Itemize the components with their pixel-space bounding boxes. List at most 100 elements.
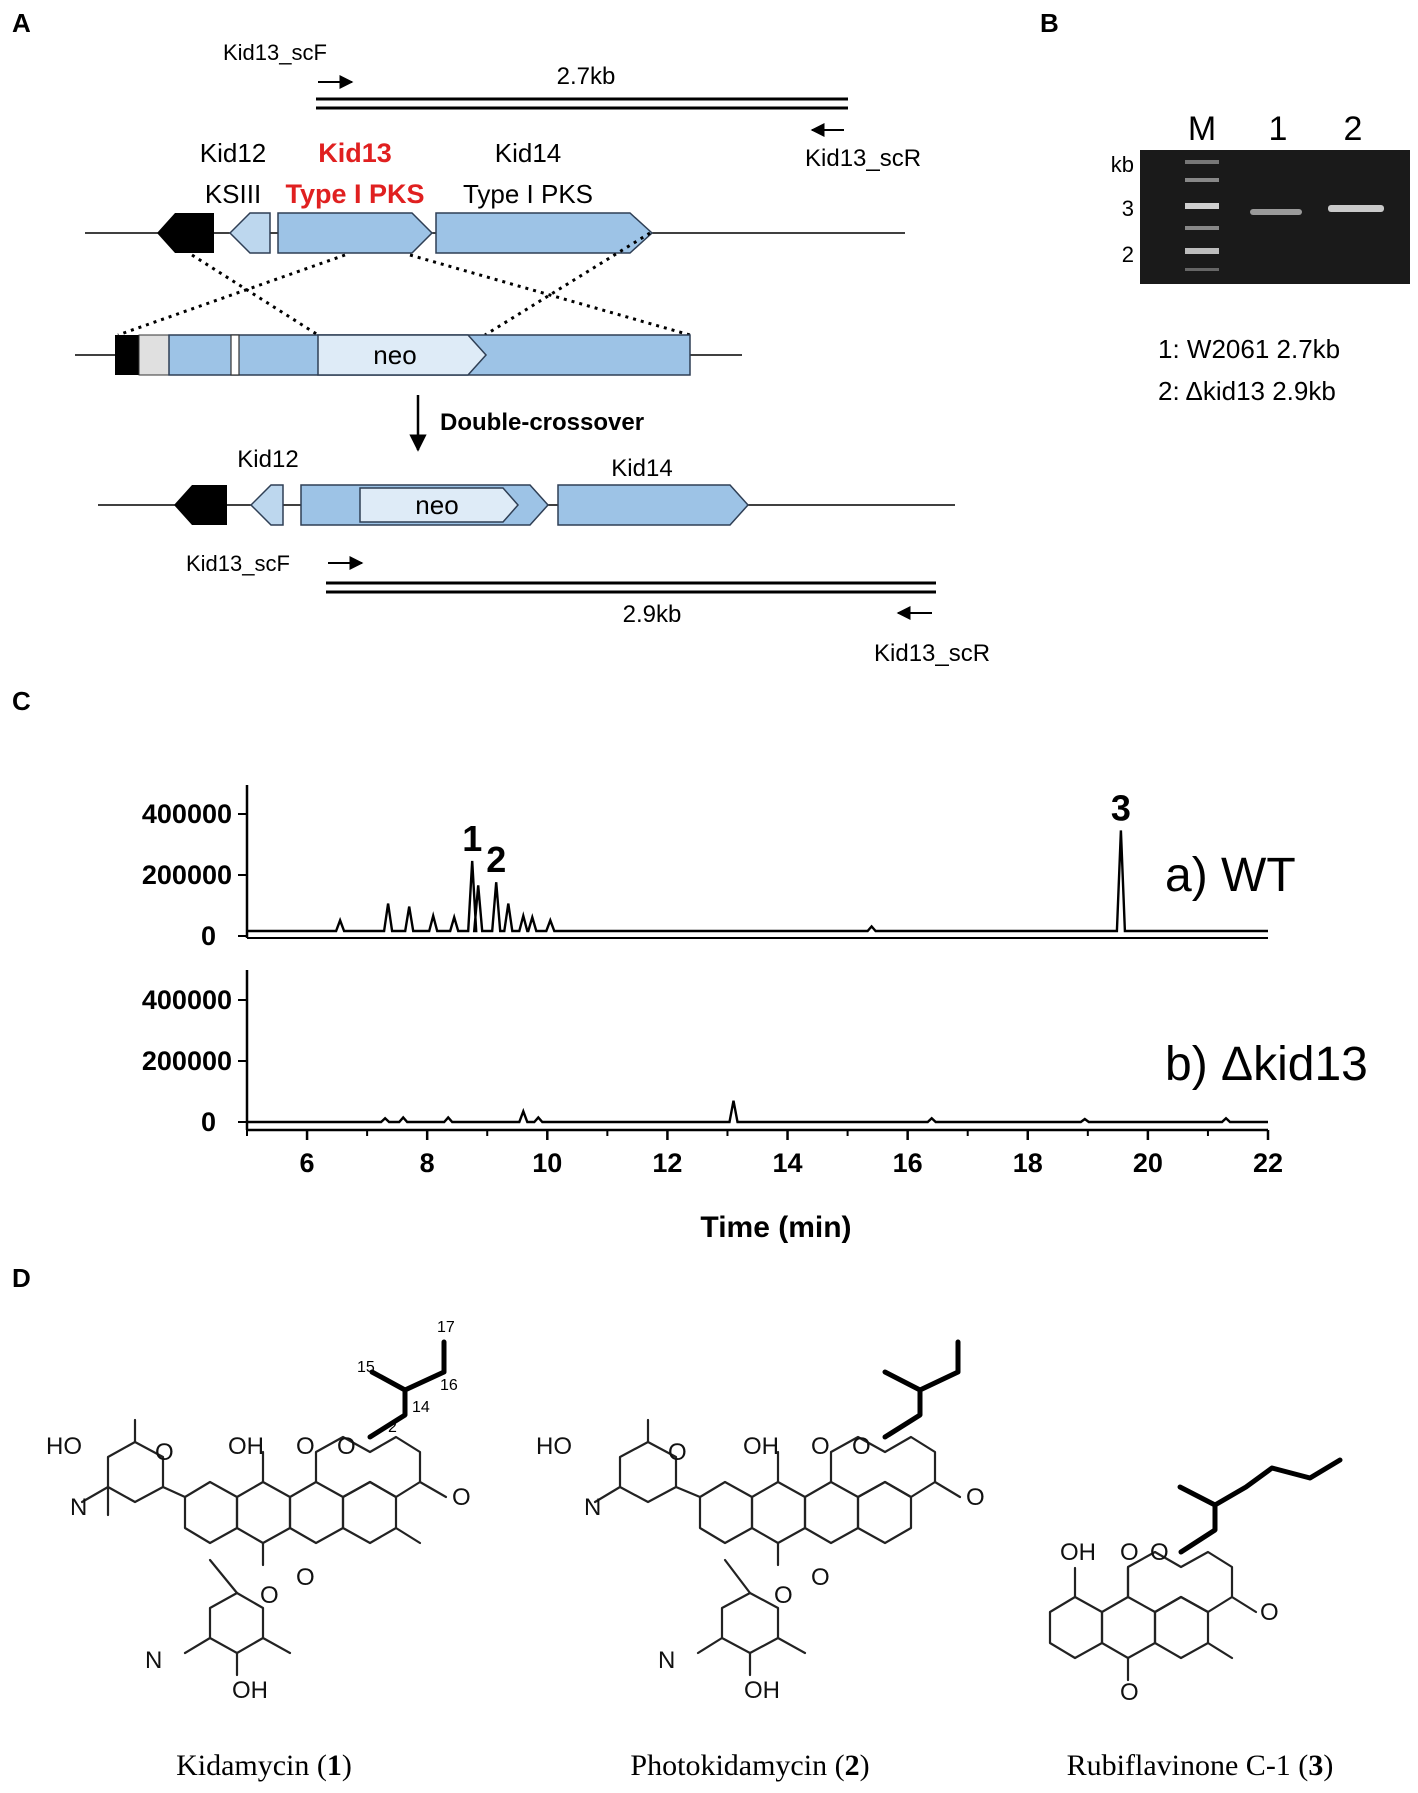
mut-kid12-gene	[249, 484, 284, 526]
gel-image	[1140, 150, 1410, 284]
mut-neo-label: neo	[415, 490, 458, 520]
x-axis-label: Time (min)	[700, 1211, 851, 1244]
photo-oh-label: OH	[743, 1433, 779, 1460]
kida-o-ketone: O	[452, 1484, 471, 1511]
series-label-ko: b) Δkid13	[1165, 1038, 1368, 1091]
rubi-o-ketone: O	[1260, 1599, 1279, 1626]
kida-oh-label: OH	[228, 1433, 264, 1460]
wt-ytick-200000: 200000	[142, 860, 232, 890]
upstream-gene-black	[157, 213, 214, 253]
construct-neo-cassette	[317, 334, 488, 376]
x-tick-label-10: 10	[532, 1148, 562, 1178]
x-tick-label-18: 18	[1013, 1148, 1043, 1178]
mut-neo-cassette	[359, 487, 520, 523]
primer-r-label-top: Kid13_scR	[805, 145, 921, 172]
gel-marker-3: 3	[1122, 196, 1134, 221]
wt-size-label: 2.7kb	[557, 63, 616, 90]
kida-n1-label: N	[70, 1494, 87, 1521]
construct-neo-label: neo	[373, 340, 416, 370]
panel-b-gel: M 1 2 kb 3 2 1: W2061 2.7kb 2: Δkid13 2.…	[1111, 110, 1410, 406]
caption-kidamycin: Kidamycin (1)	[176, 1749, 352, 1782]
x-tick-label-16: 16	[893, 1148, 923, 1178]
rubi-o-pyranone: O	[1150, 1539, 1169, 1566]
x-tick-label-6: 6	[300, 1148, 315, 1178]
gel-legend-2: 2: Δkid13 2.9kb	[1158, 376, 1336, 406]
pos-15: 15	[357, 1359, 375, 1376]
x-tick-label-14: 14	[773, 1148, 803, 1178]
wt-ytick-400000: 400000	[142, 799, 232, 829]
kid12-gene	[228, 212, 271, 254]
pos-17: 17	[437, 1319, 455, 1336]
wt-peak-labels: 123	[462, 787, 1131, 880]
kida-o-sugar2: O	[260, 1582, 279, 1609]
ko-ytick-0: 0	[201, 1107, 216, 1137]
kid14-mut-label: Kid14	[611, 455, 672, 482]
rubi-o-quinone2: O	[1120, 1679, 1139, 1706]
ko-ytick-400000: 400000	[142, 985, 232, 1015]
kida-ring-a	[183, 1480, 239, 1545]
kida-o-pyranone: O	[337, 1433, 356, 1460]
kid14-gene	[435, 212, 654, 254]
kida-ring-b	[235, 1480, 292, 1545]
photo-o-ketone: O	[966, 1484, 985, 1511]
crossover-line-2	[117, 253, 346, 337]
primer-r-label-bottom: Kid13_scR	[874, 640, 990, 667]
photokidamycin-structure: HO N O OH O O O O N O OH	[536, 1339, 985, 1704]
x-tick-label-22: 22	[1253, 1148, 1283, 1178]
mut-upstream-gene	[174, 485, 227, 525]
photo-oh2-label: OH	[744, 1677, 780, 1704]
crossover-line-4	[484, 231, 651, 337]
mut-kid14-gene	[557, 484, 750, 526]
kida-oh2-label: OH	[232, 1677, 268, 1704]
gel-kb-unit: kb	[1111, 152, 1134, 177]
primer-f-label-bottom: Kid13_scF	[186, 551, 290, 576]
peak-label-1: 1	[462, 818, 482, 859]
ko-ytick-200000: 200000	[142, 1046, 232, 1076]
gel-ladder	[1185, 160, 1219, 271]
kida-o-quinone1: O	[296, 1433, 315, 1460]
pos-16: 16	[440, 1377, 458, 1394]
pos-14: 14	[412, 1399, 430, 1416]
mut-size-label: 2.9kb	[623, 601, 682, 628]
gel-band-lane2	[1328, 205, 1384, 212]
photo-ho-label: HO	[536, 1433, 572, 1460]
gel-band-lane1	[1250, 209, 1302, 215]
wt-trace	[247, 830, 1268, 933]
series-label-wt: a) WT	[1165, 849, 1296, 902]
kid14-type-label: Type I PKS	[463, 179, 593, 209]
photo-n1-label: N	[584, 1494, 601, 1521]
primer-f-label-top: Kid13_scF	[223, 40, 327, 65]
kid13-label: Kid13	[318, 138, 392, 168]
kida-ho-label: HO	[46, 1433, 82, 1460]
gel-legend-1: 1: W2061 2.7kb	[1158, 334, 1340, 364]
construct-black-block	[115, 335, 139, 375]
double-crossover-label: Double-crossover	[440, 409, 644, 436]
rubi-o-quinone1: O	[1120, 1539, 1139, 1566]
rubiflavinone-structure: OH O O O O	[1048, 1457, 1343, 1706]
photo-n2-label: N	[658, 1647, 675, 1674]
crossover-line-1	[191, 253, 319, 337]
panel-label-a: A	[12, 8, 31, 38]
panel-label-d: D	[12, 1263, 31, 1293]
photo-o-sugar1: O	[668, 1439, 687, 1466]
panel-d-structures: HO N O OH O O O O N O OH 17 15 16 14 2	[46, 1319, 1343, 1782]
panel-label-c: C	[12, 686, 31, 716]
kid12-label: Kid12	[200, 138, 267, 168]
x-tick-label-8: 8	[420, 1148, 435, 1178]
peak-label-3: 3	[1111, 787, 1131, 828]
caption-rubiflavinone: Rubiflavinone C-1 (3)	[1067, 1749, 1334, 1782]
kid13-gene	[277, 212, 434, 254]
gel-marker-2: 2	[1122, 242, 1134, 267]
gel-lane-1: 1	[1269, 110, 1288, 148]
x-tick-label-12: 12	[652, 1148, 682, 1178]
kida-n2-label: N	[145, 1647, 162, 1674]
construct-white-block	[230, 334, 240, 376]
photo-o-pyranone: O	[852, 1433, 871, 1460]
gel-lane-m: M	[1188, 110, 1216, 148]
kid13-type-label: Type I PKS	[285, 179, 424, 209]
photo-o-quinone1: O	[811, 1433, 830, 1460]
kid12-type-label: KSIII	[205, 179, 261, 209]
kida-ring-c	[288, 1480, 345, 1545]
ko-trace	[247, 1100, 1268, 1124]
